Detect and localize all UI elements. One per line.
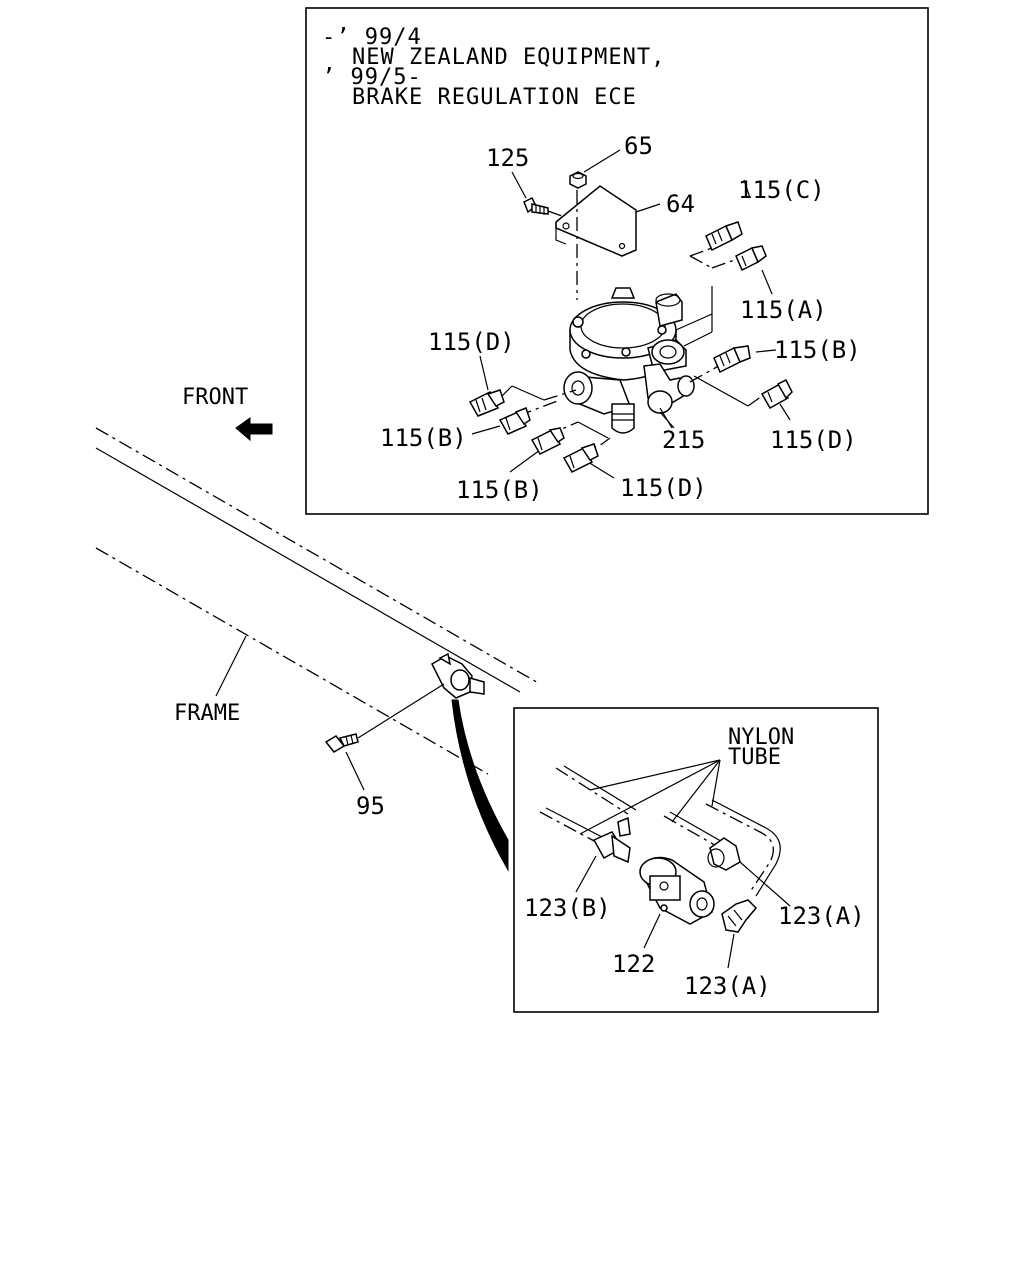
label-65: 65	[624, 132, 653, 160]
bottom-inset-frame	[513, 707, 879, 1013]
header-date-range-2: ’ 99/5-	[322, 65, 422, 90]
label-front: FRONT	[182, 385, 248, 410]
nylon-tubes	[539, 759, 781, 897]
detail-callout-arrow	[451, 699, 509, 872]
elbow-fitting-123a-lower	[721, 899, 758, 969]
frame-valve	[431, 652, 485, 699]
bracket-64	[555, 185, 661, 257]
label-115d-bottom: 115(D)	[620, 474, 707, 502]
fitting-115b-right	[713, 345, 751, 374]
label-215: 215	[662, 426, 705, 454]
fitting-115d-left	[468, 389, 505, 417]
label-115d-right: 115(D)	[770, 426, 857, 454]
fitting-115b-left	[498, 407, 531, 435]
label-nylon: NYLON	[728, 725, 794, 750]
frame-rails	[95, 427, 541, 775]
label-122: 122	[612, 950, 655, 978]
fitting-115b-bottom	[530, 427, 565, 455]
relay-valve-215	[563, 287, 695, 434]
fitting-115a	[735, 245, 767, 272]
label-64: 64	[666, 190, 695, 218]
bolt-95	[324, 683, 445, 791]
label-125: 125	[486, 144, 529, 172]
label-115a: 115(A)	[740, 296, 827, 324]
label-95: 95	[356, 792, 385, 820]
nut-65	[569, 149, 621, 300]
label-115b-right: 115(B)	[774, 336, 861, 364]
front-arrow-icon	[235, 417, 273, 442]
tee-fitting-123b	[575, 816, 631, 893]
header-date-range-1: -’ 99/4	[322, 25, 422, 50]
label-123a-right: 123(A)	[778, 902, 865, 930]
label-115d-left: 115(D)	[428, 328, 515, 356]
label-115c: 115(C)	[738, 176, 825, 204]
label-115b-left: 115(B)	[380, 424, 467, 452]
header-equipment: NEW ZEALAND EQUIPMENT,	[352, 45, 665, 70]
bolt-125	[511, 171, 563, 217]
label-115b-bottom: 115(B)	[456, 476, 543, 504]
header-regulation: BRAKE REGULATION ECE	[352, 85, 637, 110]
label-frame: FRAME	[174, 701, 240, 726]
fitting-115c	[705, 221, 743, 252]
top-inset-frame	[305, 7, 929, 515]
elbow-fitting-123a-upper	[707, 837, 791, 907]
label-123b: 123(B)	[524, 894, 611, 922]
label-123a-bottom: 123(A)	[684, 972, 771, 1000]
label-tube: TUBE	[728, 745, 781, 770]
fitting-115d-bottom	[562, 443, 599, 473]
valve-122	[639, 856, 715, 949]
fitting-115d-right	[760, 378, 793, 410]
